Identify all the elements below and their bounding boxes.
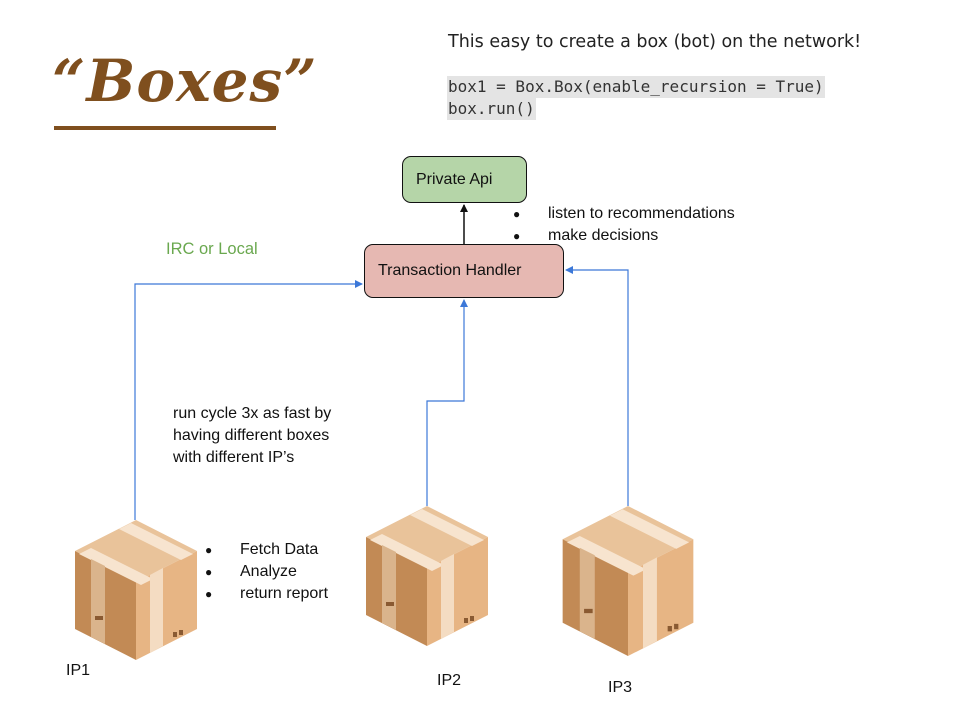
transaction-handler-label: Transaction Handler — [378, 262, 522, 279]
cardboard-box-icon — [562, 506, 694, 656]
handler-note: make decisions — [513, 225, 735, 247]
ip3-to-handler-arrow — [565, 266, 629, 506]
intro-text: This easy to create a box (bot) on the n… — [448, 32, 862, 52]
box-task: Analyze — [205, 561, 328, 583]
box-task: Fetch Data — [205, 539, 328, 561]
cycle-note: run cycle 3x as fast by having different… — [173, 403, 331, 469]
cycle-note-line: with different IP’s — [173, 449, 295, 466]
ip1-label: IP1 — [66, 662, 91, 679]
ip1-to-handler-arrow — [134, 280, 363, 520]
ip2-to-handler-arrow — [426, 299, 468, 506]
connection-label: IRC or Local — [166, 240, 258, 258]
handler-note: listen to recommendations — [513, 203, 735, 225]
ip2-label: IP2 — [437, 672, 462, 689]
private-api-label: Private Api — [416, 170, 493, 188]
box-tasks: Fetch Data Analyze return report — [205, 539, 328, 605]
page-title: “Boxes” — [52, 47, 318, 115]
code-snippet: box1 = Box.Box(enable_recursion = True) … — [447, 76, 825, 120]
cardboard-box-icon — [366, 506, 488, 646]
transaction-handler-node: Transaction Handler — [364, 244, 564, 298]
title-underline — [54, 126, 276, 130]
code-line: box.run() — [447, 98, 536, 120]
cardboard-box-icon — [75, 520, 197, 660]
cycle-note-line: having different boxes — [173, 427, 330, 444]
cycle-note-line: run cycle 3x as fast by — [173, 405, 332, 422]
private-api-node: Private Api — [402, 156, 527, 203]
handler-notes: listen to recommendations make decisions — [513, 203, 735, 247]
code-line: box1 = Box.Box(enable_recursion = True) — [447, 76, 825, 98]
ip3-label: IP3 — [608, 679, 633, 696]
box-task: return report — [205, 583, 328, 605]
